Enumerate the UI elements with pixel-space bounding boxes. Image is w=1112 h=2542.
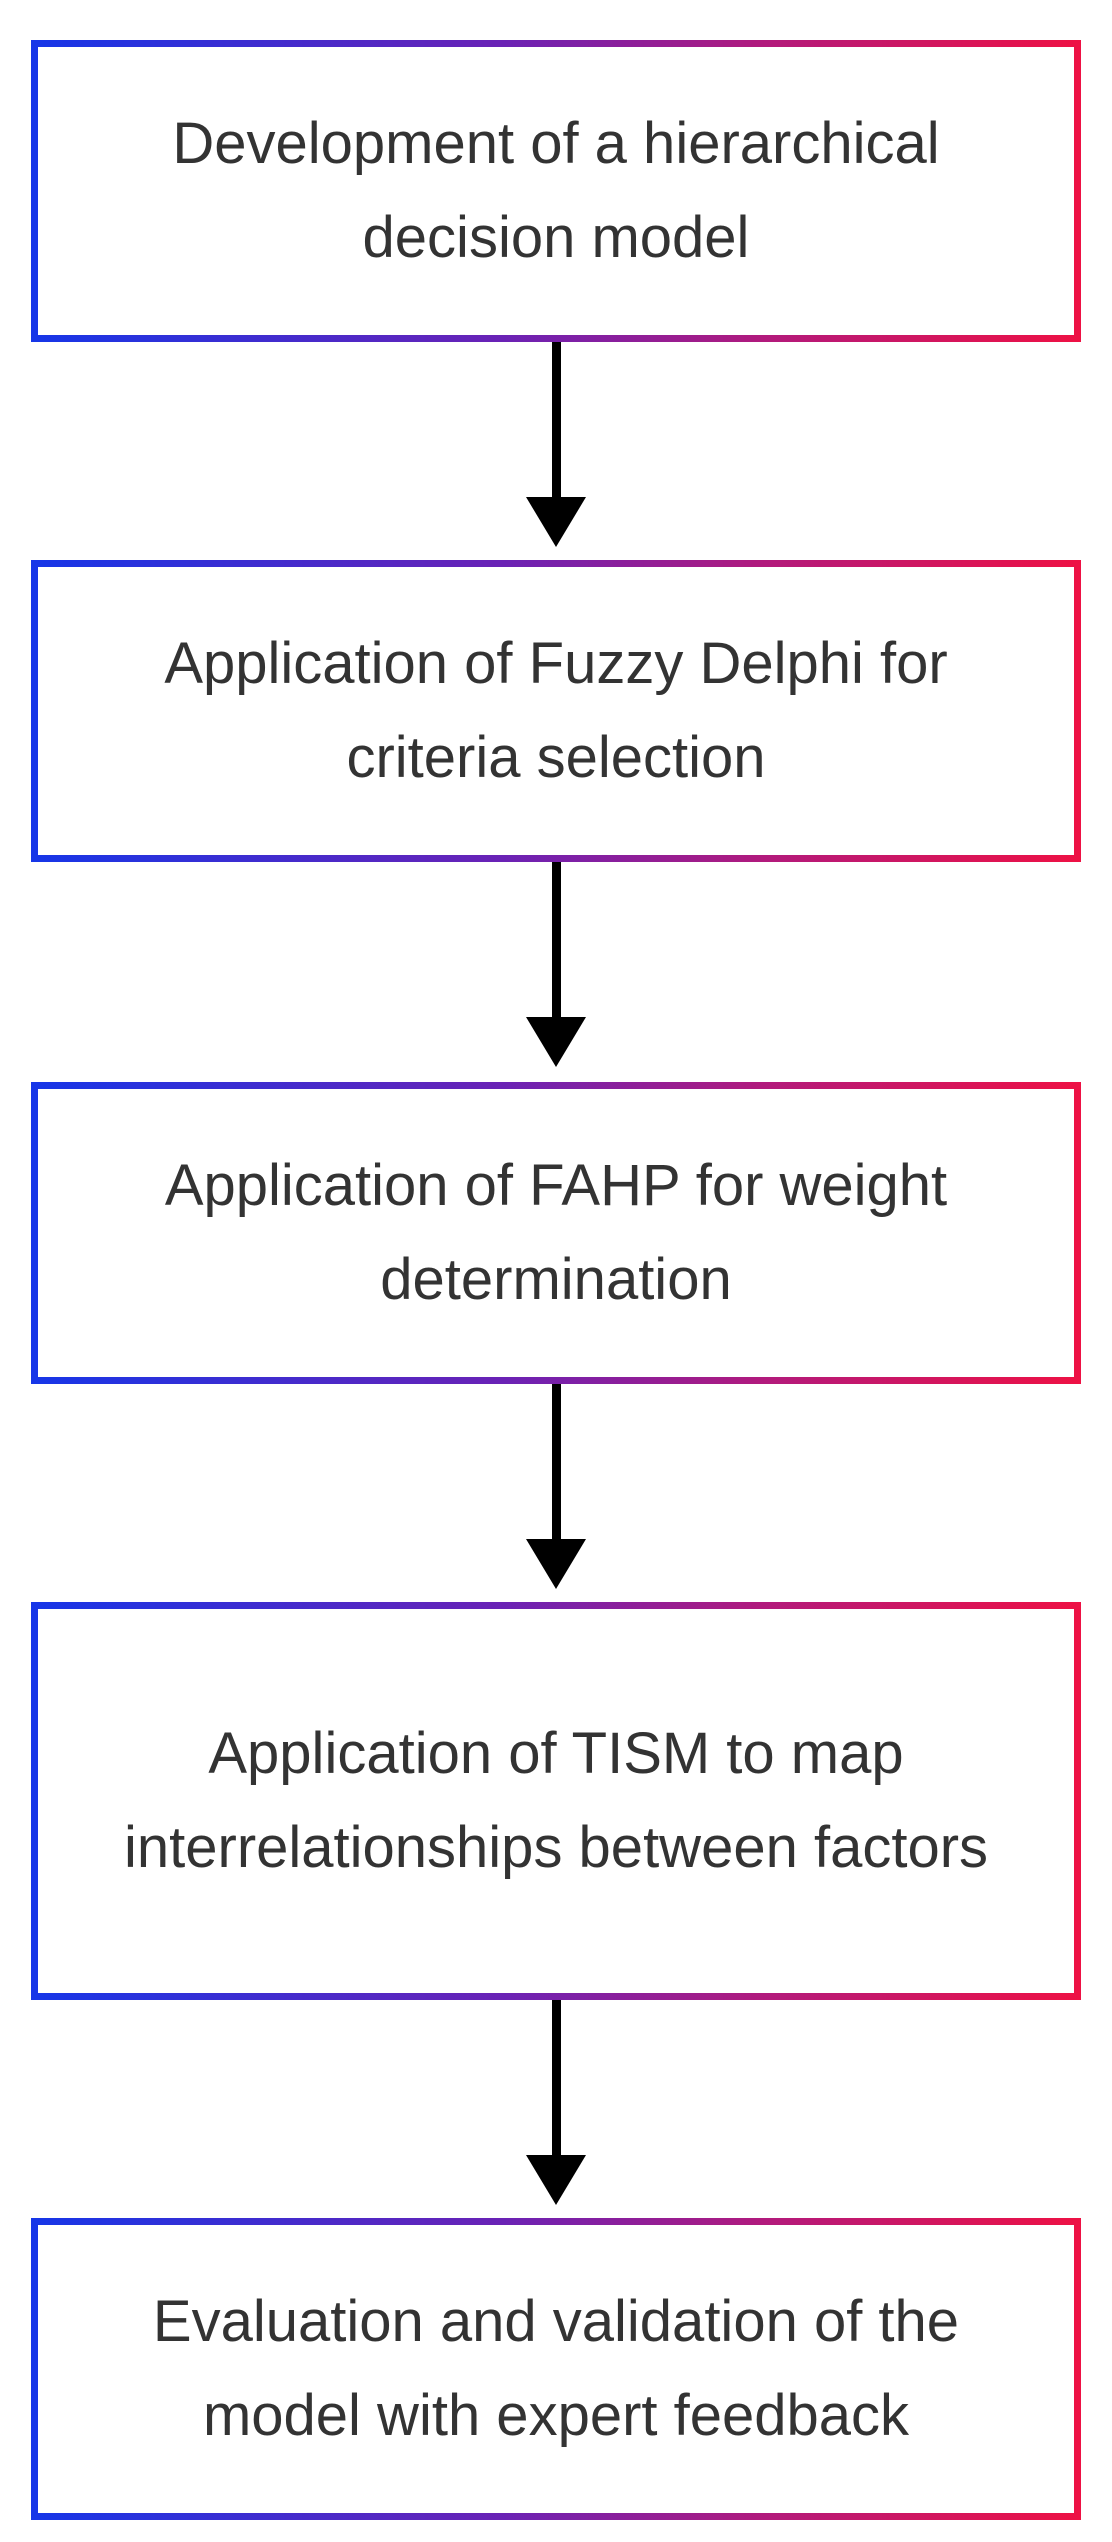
- flow-step-3-label: Application of FAHP for weight determina…: [164, 1153, 948, 1312]
- arrow-head-icon: [526, 2155, 586, 2205]
- flow-step-2-label: Application of Fuzzy Delphi for criteria…: [164, 631, 948, 790]
- arrow-shaft: [552, 862, 561, 1022]
- flow-step-1: Development of a hierarchical decision m…: [31, 40, 1081, 342]
- flow-step-2-box: Application of Fuzzy Delphi for criteria…: [38, 567, 1074, 855]
- arrow-head-icon: [526, 1539, 586, 1589]
- flow-step-4: Application of TISM to map interrelation…: [31, 1602, 1081, 2000]
- flow-step-5-box: Evaluation and validation of the model w…: [38, 2225, 1074, 2513]
- arrow-shaft: [552, 342, 561, 502]
- flow-arrow-2-to-3: [526, 862, 586, 1067]
- arrow-shaft: [552, 2000, 561, 2160]
- flow-step-4-label: Application of TISM to map interrelation…: [123, 1721, 989, 1880]
- arrow-head-icon: [526, 497, 586, 547]
- flow-arrow-4-to-5: [526, 2000, 586, 2205]
- flow-arrow-1-to-2: [526, 342, 586, 547]
- flow-step-5-label: Evaluation and validation of the model w…: [152, 2289, 960, 2448]
- flow-step-4-box: Application of TISM to map interrelation…: [38, 1609, 1074, 1993]
- arrow-shaft: [552, 1384, 561, 1544]
- flow-step-1-box: Development of a hierarchical decision m…: [38, 47, 1074, 335]
- flow-step-3: Application of FAHP for weight determina…: [31, 1082, 1081, 1384]
- flow-arrow-3-to-4: [526, 1384, 586, 1589]
- flow-step-3-box: Application of FAHP for weight determina…: [38, 1089, 1074, 1377]
- flow-step-5: Evaluation and validation of the model w…: [31, 2218, 1081, 2520]
- flow-step-1-label: Development of a hierarchical decision m…: [172, 111, 940, 270]
- arrow-head-icon: [526, 1017, 586, 1067]
- flow-step-2: Application of Fuzzy Delphi for criteria…: [31, 560, 1081, 862]
